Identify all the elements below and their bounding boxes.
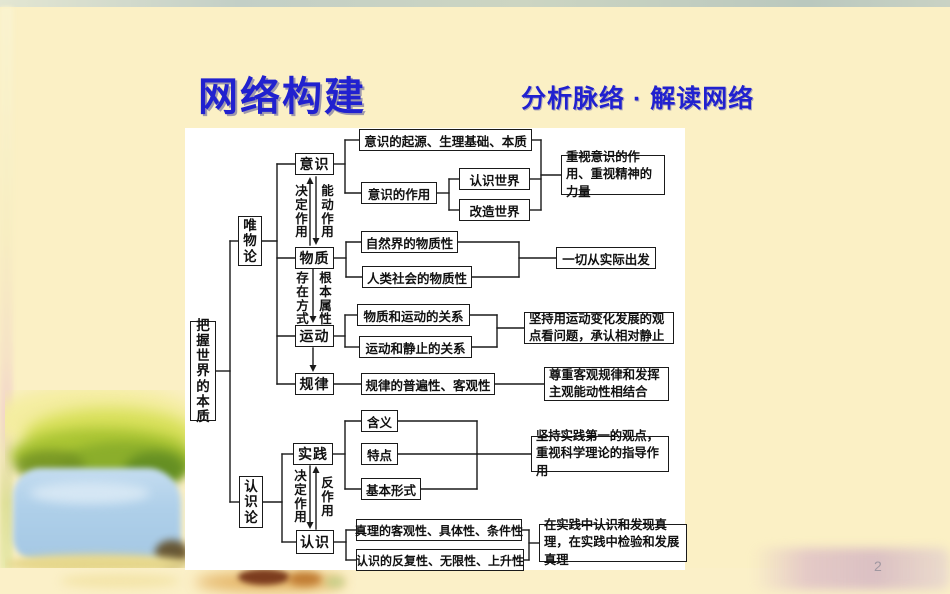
page-subtitle: 分析脉络 · 解读网络 bbox=[521, 85, 755, 113]
edge-label-existence-mode: 存在方式 bbox=[296, 271, 309, 327]
node-law: 规律 bbox=[295, 373, 334, 395]
edge-label-fundamental-attr: 根本属性 bbox=[319, 271, 332, 327]
edge-label-dynamic: 能动作用 bbox=[321, 184, 334, 240]
node-motion: 运动 bbox=[295, 325, 334, 347]
leaf-consciousness-origin: 意识的起源、生理基础、本质 bbox=[359, 129, 532, 151]
top-border-strip bbox=[0, 0, 950, 7]
watermark-blur bbox=[752, 548, 950, 590]
node-cognition: 认识 bbox=[296, 530, 334, 554]
takeaway-law: 尊重客观规律和发挥主观能动性相结合 bbox=[544, 367, 669, 401]
takeaway-matter: 一切从实际出发 bbox=[556, 247, 656, 269]
node-epistemology: 认识论 bbox=[239, 476, 263, 528]
leaf-matter-social: 人类社会的物质性 bbox=[362, 266, 472, 288]
leaf-cognition-process: 认识的反复性、无限性、上升性 bbox=[356, 549, 524, 571]
leaf-consciousness-function: 意识的作用 bbox=[361, 182, 437, 204]
leaf-truth-attributes: 真理的客观性、具体性、条件性 bbox=[355, 519, 523, 541]
leaf-practice-features: 特点 bbox=[361, 443, 398, 465]
takeaway-cognition: 在实践中认识和发现真理，在实践中检验和发展真理 bbox=[539, 518, 687, 567]
leaf-transform-world: 改造世界 bbox=[459, 199, 530, 221]
leaf-matter-natural: 自然界的物质性 bbox=[361, 231, 458, 253]
node-materialism: 唯物论 bbox=[238, 216, 262, 266]
takeaway-practice: 坚持实践第一的观点，重视科学理论的指导作用 bbox=[531, 429, 669, 478]
leaf-know-world: 认识世界 bbox=[459, 168, 530, 190]
edge-label-determine-bottom: 决定作用 bbox=[294, 469, 307, 525]
node-root: 把握世界的本质 bbox=[190, 318, 216, 424]
page-number: 2 bbox=[874, 558, 882, 574]
edge-label-counteract: 反作用 bbox=[321, 476, 334, 518]
node-matter: 物质 bbox=[295, 247, 334, 269]
page-title: 网络构建 bbox=[198, 75, 366, 119]
leaf-matter-motion-relation: 物质和运动的关系 bbox=[357, 304, 470, 326]
leaf-practice-basic-forms: 基本形式 bbox=[361, 478, 421, 500]
takeaway-motion: 坚持用运动变化发展的观点看问题，承认相对静止 bbox=[524, 312, 674, 344]
edge-label-determine-top: 决定作用 bbox=[295, 184, 308, 240]
leaf-law-property: 规律的普遍性、客观性 bbox=[361, 373, 495, 395]
leaf-motion-rest-relation: 运动和静止的关系 bbox=[359, 336, 472, 358]
takeaway-consciousness: 重视意识的作用、重视精神的力量 bbox=[561, 150, 665, 199]
nature-photo-decoration bbox=[5, 390, 187, 570]
leaf-practice-meaning: 含义 bbox=[361, 410, 398, 432]
node-practice: 实践 bbox=[293, 443, 333, 465]
node-consciousness: 意识 bbox=[295, 153, 334, 175]
